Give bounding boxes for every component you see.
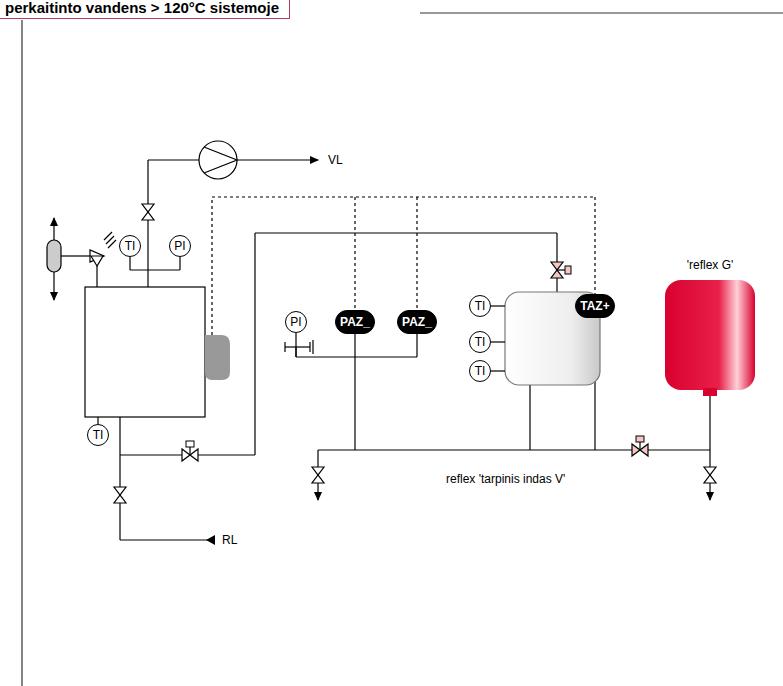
instrument-bubble: TI xyxy=(469,331,491,353)
alarm-instrument: PAZ_ xyxy=(335,310,375,334)
instrument-bubble: TI xyxy=(87,424,109,446)
vessel-body xyxy=(665,280,755,390)
alarm-instrument: PAZ_ xyxy=(397,310,437,334)
valve-actuator xyxy=(557,269,565,270)
instrument-tag: TI xyxy=(475,300,486,312)
instrument-bubble: PI xyxy=(169,235,191,257)
valve-actuator xyxy=(636,436,644,442)
instrument-bubble: TI xyxy=(119,235,141,257)
instrument-tag: TI xyxy=(93,429,104,441)
valve-symbol xyxy=(114,487,126,503)
valve-actuator xyxy=(189,447,190,455)
instrument-tag: PI xyxy=(290,316,301,328)
pipe-label: VL xyxy=(328,153,343,167)
valve-symbol xyxy=(704,467,716,483)
diagram-title: perkaitinto vandens > 120°C sistemoje xyxy=(0,0,290,19)
alarm-instrument: TAZ+ xyxy=(575,294,614,318)
vessel-shape xyxy=(665,280,755,398)
instrument-tag: TI xyxy=(475,336,486,348)
valve-symbol xyxy=(312,467,324,483)
valve-actuator xyxy=(186,441,194,447)
expansion-vessel: 'reflex G' xyxy=(665,280,755,398)
instrument-tag: TI xyxy=(475,365,486,377)
instrument-tag: TI xyxy=(125,240,136,252)
safety-valve xyxy=(91,256,103,266)
instrument-bubble: TI xyxy=(469,295,491,317)
instrument-tag: PAZ_ xyxy=(402,316,432,328)
pipe-label: RL xyxy=(222,533,237,547)
valve-actuator xyxy=(565,266,571,274)
instrument-bubble: PI xyxy=(285,311,307,333)
instrument-bubble: TI xyxy=(469,360,491,382)
instrument-tag: PAZ_ xyxy=(340,316,370,328)
valve-symbol xyxy=(142,204,154,220)
instrument-tag: PI xyxy=(174,240,185,252)
vessel-label: 'reflex G' xyxy=(687,258,734,272)
vessel-neck xyxy=(703,388,717,396)
instrument-tag: TAZ+ xyxy=(580,300,609,312)
valve-actuator xyxy=(639,442,640,450)
pipe-label: reflex 'tarpinis indas V' xyxy=(446,472,565,486)
